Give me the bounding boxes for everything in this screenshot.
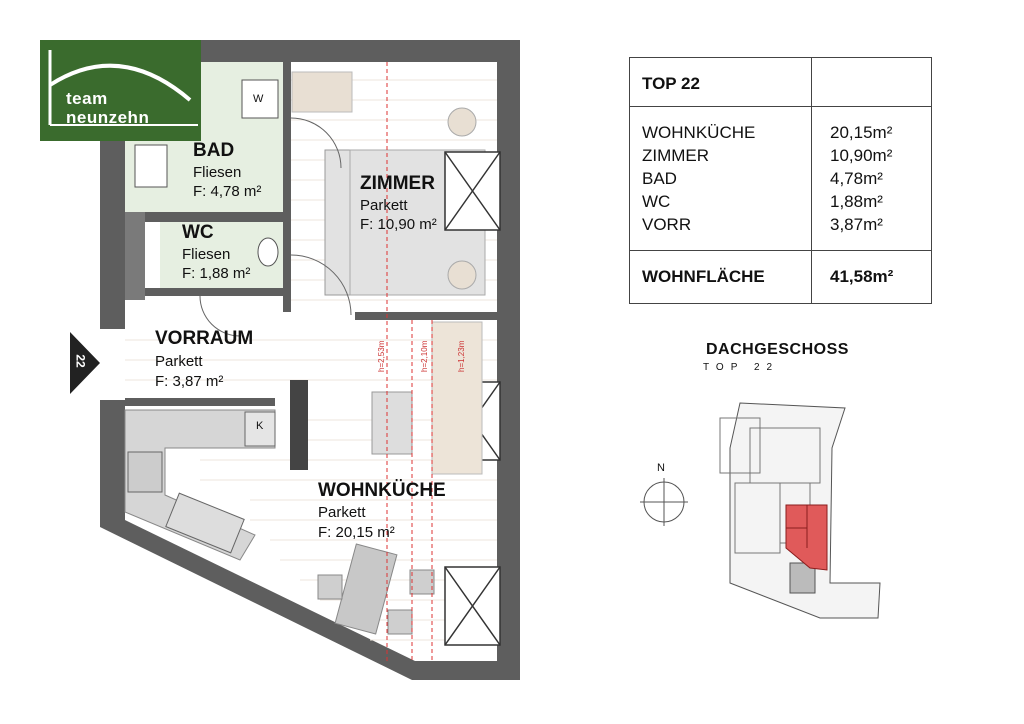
wall-bad-wc [125,212,285,222]
table-room-value: 3,87m² [830,215,883,234]
kitchen-island [290,380,308,470]
height-label-1: h=2,53m [377,340,386,372]
dining-table [334,543,398,635]
roof-height-lines [386,62,433,661]
apartment-entrance-marker: 22 [70,332,100,394]
table-room-name: WOHNKÜCHE [642,123,756,142]
room-bad-floor: Fliesen [193,164,242,181]
room-zimmer-area: F: 10,90 m² [360,216,437,233]
room-wohnkueche-area: F: 20,15 m² [318,524,395,541]
room-zimmer-floor: Parkett [360,197,408,214]
nightstand-lamp [447,107,477,137]
logo-line2: neunzehn [66,108,150,127]
height-label-2: h=2,10m [420,340,429,372]
company-logo: team neunzehn [40,40,201,141]
table-room-name: VORR [642,215,692,234]
room-vorraum-area: F: 3,87 m² [155,373,224,390]
washer-label: W [253,93,264,105]
chair-1 [317,574,343,600]
room-names-cell: WOHNKÜCHE ZIMMER BAD WC VORR [630,107,811,250]
fridge-label: K [256,420,264,432]
total-value: 41,58m² [830,267,894,286]
floor-overview-subtitle: TOP 22 [703,362,780,373]
fridge [244,411,276,447]
chair-3 [387,609,413,635]
total-label: WOHNFLÄCHE [642,267,765,286]
shelf [431,321,483,475]
room-vorraum-floor: Parkett [155,353,203,370]
wardrobe [291,71,353,113]
chair-2 [409,569,435,595]
table-room-name: ZIMMER [642,146,710,165]
table-room-value: 10,90m² [830,146,893,165]
table-room-value: 1,88m² [830,192,883,211]
room-values-cell: 20,15m² 10,90m² 4,78m² 1,88m² 3,87m² [812,107,931,250]
door-swings [199,117,352,337]
sink [165,492,245,554]
room-wohnkueche-floor: Parkett [318,504,366,521]
logo-line1: team [66,89,108,108]
wall-kitchen-top [125,398,275,406]
side-table [371,391,413,455]
wall-zimmer-bottom [355,312,497,320]
table-room-name: WC [642,192,671,211]
room-wc-area: F: 1,88 m² [182,265,251,282]
wall-wc-vorraum [125,288,291,296]
room-wc-name: WC [182,222,214,243]
table-room-value: 20,15m² [830,123,893,142]
table-title: TOP 22 [642,74,700,93]
floor-overview-map [719,402,881,619]
wall-bad-zimmer [283,62,291,312]
apartment-number: 22 [73,354,88,368]
toilet [257,237,279,267]
shower-tray [134,144,168,188]
stove [127,451,163,493]
table-room-value: 4,78m² [830,169,883,188]
room-bad-area: F: 4,78 m² [193,183,262,200]
nightstand-lamp-2 [447,260,477,290]
room-vorraum-name: VORRAUM [155,328,254,349]
washing-machine [241,79,279,119]
compass-icon [640,478,688,526]
room-bad-name: BAD [193,140,235,161]
room-zimmer-name: ZIMMER [360,173,435,194]
height-label-3: h=1,23m [457,340,466,372]
room-wohnkueche-name: WOHNKÜCHE [318,480,446,501]
north-label: N [657,462,665,474]
table-room-name: BAD [642,169,677,188]
floor-overview-title: DACHGESCHOSS [706,341,849,358]
wall-wc-left [125,212,145,300]
room-wc-floor: Fliesen [182,246,231,263]
logo-swoosh-icon [48,50,198,126]
area-table: TOP 22 WOHNKÜCHE ZIMMER BAD WC VORR 20,1… [629,57,932,304]
